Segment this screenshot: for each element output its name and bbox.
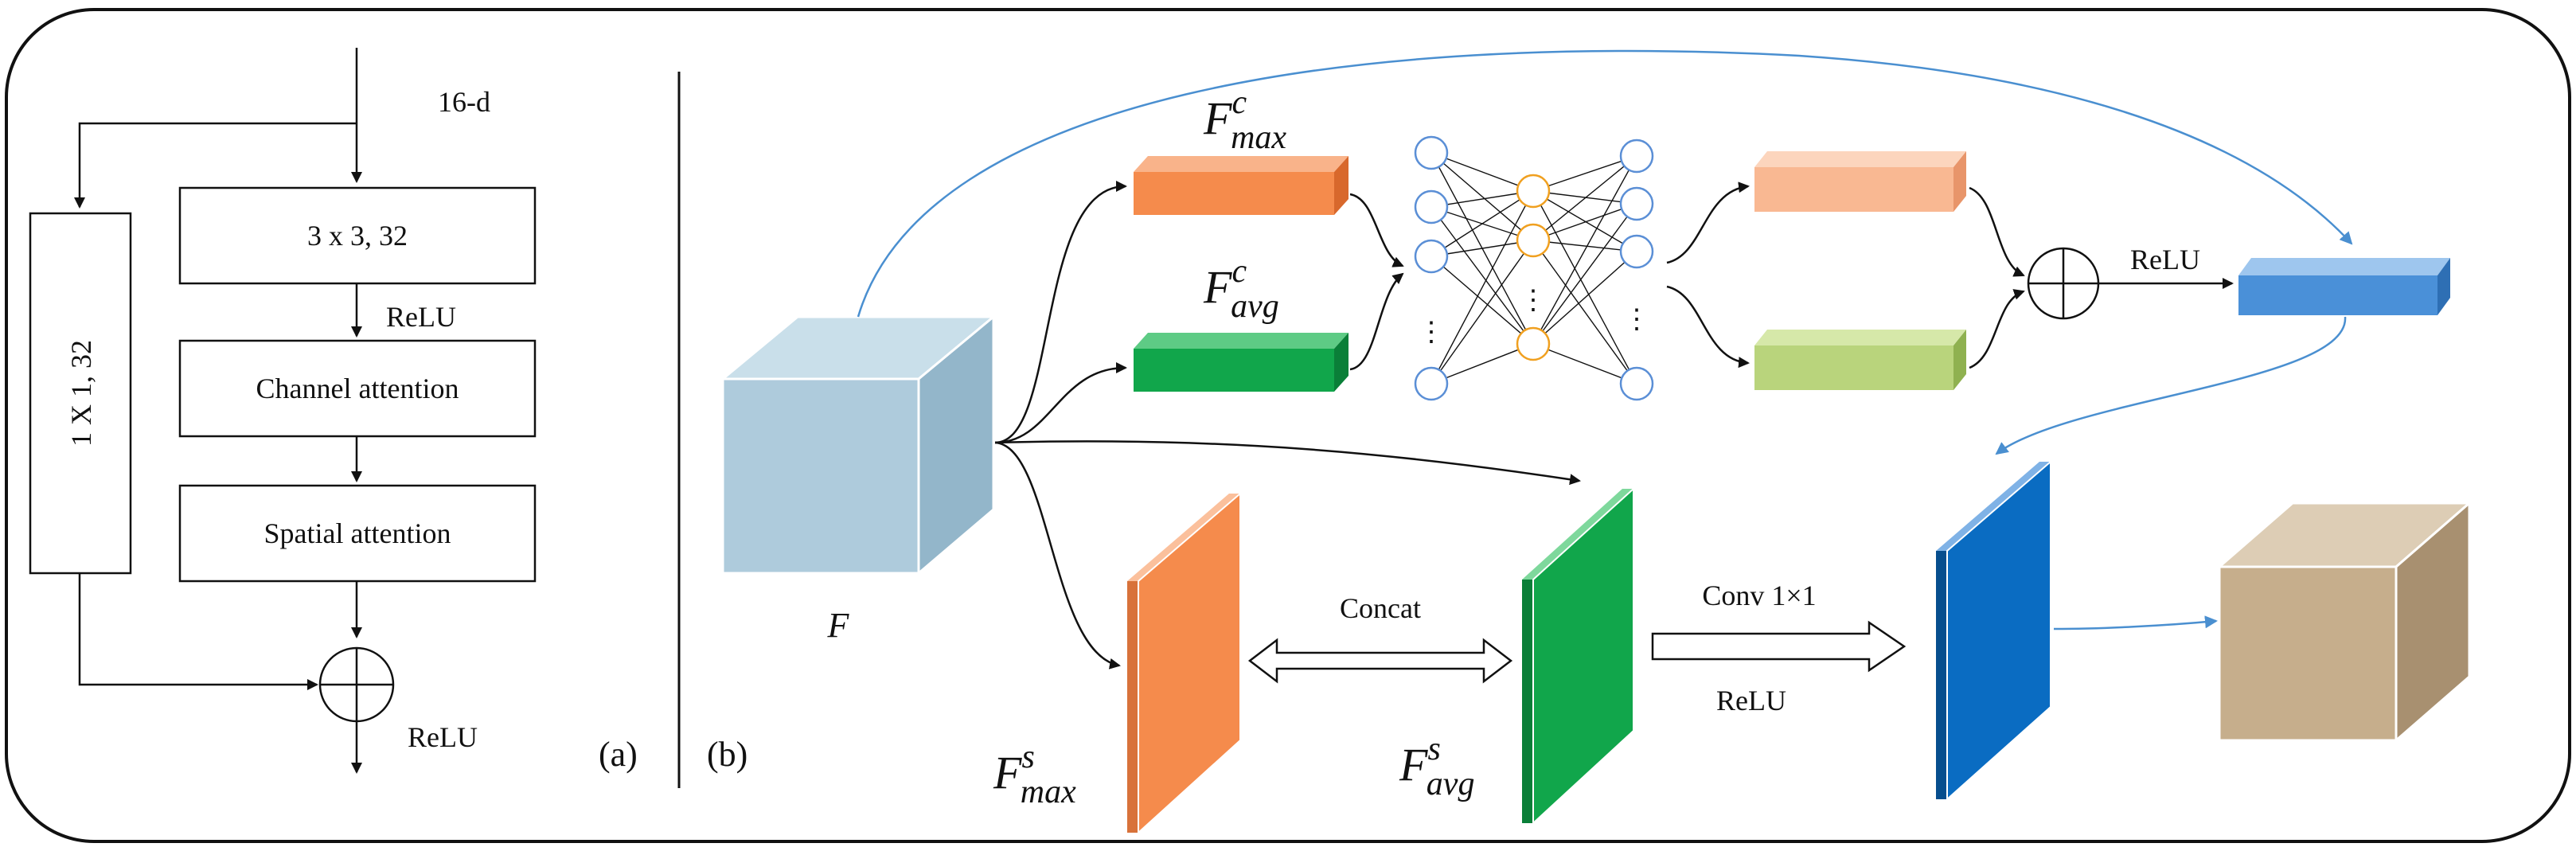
mlp-edge — [1532, 251, 1637, 345]
mlp-io-node — [1414, 135, 1449, 170]
mlp-edge — [1430, 190, 1534, 385]
channel-attention-label: Channel attention — [256, 373, 459, 404]
mlp-edge — [1430, 152, 1534, 241]
conv3x3-label: 3 x 3, 32 — [307, 220, 408, 252]
fs-avg-slab — [1522, 486, 1634, 826]
spatial-attention-box — [178, 484, 537, 583]
mlp-edge — [1532, 155, 1637, 241]
mlp-edge — [1532, 203, 1637, 241]
shared-mlp: ⋮ ⋮ ⋮ — [1414, 135, 1654, 401]
conv-arrow — [1651, 620, 1907, 673]
mlp-edge — [1532, 203, 1637, 345]
mlp-ellipsis-mid: ⋮ — [1520, 286, 1547, 315]
mlp-edge — [1430, 256, 1534, 345]
mlp-edge — [1532, 343, 1637, 385]
mlp-io-node — [1414, 189, 1449, 224]
shortcut-label: 1 X 1, 32 — [65, 340, 97, 447]
input-dim-label: 16-d — [438, 86, 490, 118]
mlp-io-node — [1619, 139, 1654, 174]
panel-a: 16-d 3 x 3, 32 ReLU Channel attention Sp… — [29, 48, 638, 774]
mlp-io-node — [1619, 234, 1654, 269]
mlp-edge — [1532, 190, 1637, 205]
mlp-out-max-bar — [1754, 151, 1966, 212]
relu-out-label: ReLU — [408, 721, 478, 753]
channel-weight-bar — [2238, 258, 2450, 315]
mlp-edge — [1430, 240, 1534, 257]
mlp-edge — [1430, 206, 1534, 345]
fc-max-bar — [1134, 156, 1348, 215]
mlp-hidden-node — [1516, 326, 1551, 361]
mlp-edge — [1532, 190, 1637, 385]
sum-node-a — [318, 646, 395, 723]
mlp-edge — [1532, 240, 1637, 385]
mlp-io-node — [1414, 366, 1449, 401]
fs-max-slab — [1127, 491, 1241, 835]
mlp-edge — [1532, 240, 1637, 252]
shortcut-box — [29, 212, 132, 575]
output-cube — [2215, 500, 2473, 744]
panel-b-label: (b) — [707, 735, 747, 774]
mlp-edge — [1430, 343, 1534, 385]
input-label: F — [827, 606, 850, 645]
mlp-hidden-node — [1516, 223, 1551, 258]
mlp-ellipsis-left: ⋮ — [1418, 318, 1445, 347]
outer-frame — [5, 8, 2571, 843]
relu-mid-label: ReLU — [386, 301, 456, 333]
input-cube — [719, 314, 997, 576]
relu-channel-label: ReLU — [2130, 244, 2200, 275]
spatial-map-slab — [1936, 459, 2051, 802]
mlp-edge — [1532, 155, 1637, 345]
mlp-hidden-node — [1516, 174, 1551, 209]
concat-label: Concat — [1340, 592, 1421, 624]
mlp-ellipsis-right: ⋮ — [1623, 305, 1650, 334]
conv-label: Conv 1×1 — [1702, 580, 1816, 611]
mlp-out-avg-bar — [1754, 330, 1966, 390]
mlp-io-node — [1414, 239, 1449, 274]
mlp-io-node — [1619, 186, 1654, 221]
mlp-io-node — [1619, 366, 1654, 401]
mlp-edge — [1430, 190, 1534, 208]
mlp-edge — [1430, 240, 1534, 385]
panel-a-label: (a) — [599, 735, 638, 774]
fc-avg-bar — [1134, 333, 1348, 392]
spatial-attention-label: Spatial attention — [264, 517, 451, 549]
mlp-edge — [1430, 152, 1534, 192]
conv3x3-box — [178, 186, 537, 285]
concat-arrow — [1247, 638, 1513, 684]
mlp-edge — [1532, 190, 1637, 252]
mlp-edge — [1430, 190, 1534, 257]
relu-spatial-label: ReLU — [1716, 685, 1786, 716]
mlp-edge — [1532, 155, 1637, 192]
sum-node-b — [2027, 247, 2100, 320]
